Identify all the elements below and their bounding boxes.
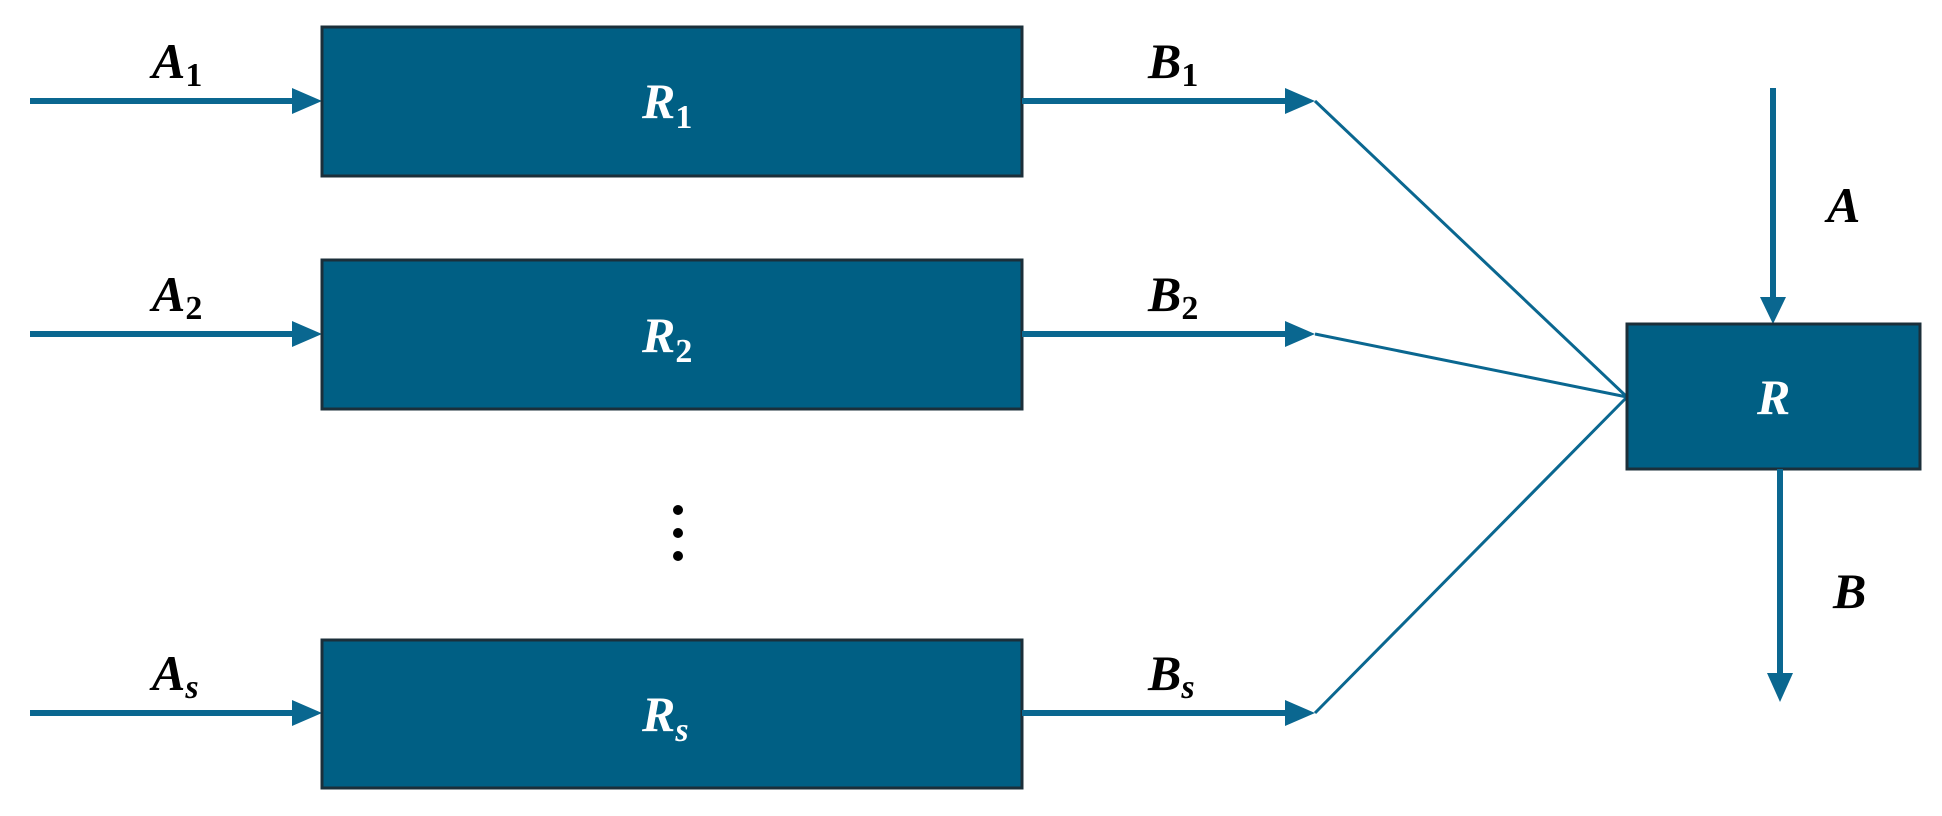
- combined-input-label: A: [1824, 177, 1860, 233]
- input-label-1: A1: [149, 33, 202, 94]
- combined-input-arrowhead: [1760, 297, 1786, 324]
- output-label-s: Bs: [1147, 645, 1195, 706]
- subsystem-label-2: R2: [641, 307, 692, 370]
- output-arrowhead-2: [1285, 321, 1315, 347]
- converging-lines: [1313, 99, 1629, 715]
- input-arrowhead-2: [292, 321, 322, 347]
- input-label-s: As: [149, 645, 199, 706]
- combined-block-label: R: [1756, 369, 1790, 425]
- input-arrowhead-1: [292, 88, 322, 114]
- ellipsis-dot: [673, 505, 683, 515]
- combined-output-arrowhead: [1767, 673, 1793, 702]
- combined-block: [1625, 322, 1922, 471]
- combined-system: A R B: [1625, 88, 1922, 702]
- subsystem-block-2: [320, 258, 1024, 411]
- subsystem-label-1: R1: [641, 73, 692, 136]
- output-arrowhead-1: [1285, 88, 1315, 114]
- combined-output-label: B: [1832, 563, 1866, 619]
- row-1: A1 R1 B1: [30, 25, 1315, 178]
- merge-line-2: [1314, 332, 1628, 399]
- output-arrowhead-s: [1285, 700, 1315, 726]
- input-arrowhead-s: [292, 700, 322, 726]
- row-s: As Rs Bs: [30, 638, 1315, 790]
- subsystem-block-1: [320, 25, 1024, 178]
- ellipsis-dot: [673, 551, 683, 561]
- output-label-2: B2: [1147, 266, 1198, 327]
- subsystem-label-s: Rs: [641, 686, 689, 749]
- merge-line-s: [1313, 395, 1629, 715]
- merge-line-1: [1313, 99, 1629, 399]
- subsystem-block-s: [320, 638, 1024, 790]
- row-2: A2 R2 B2: [30, 258, 1315, 411]
- output-label-1: B1: [1147, 33, 1198, 94]
- ellipsis-dot: [673, 528, 683, 538]
- ellipsis-dots: [673, 505, 683, 561]
- input-label-2: A2: [149, 266, 202, 327]
